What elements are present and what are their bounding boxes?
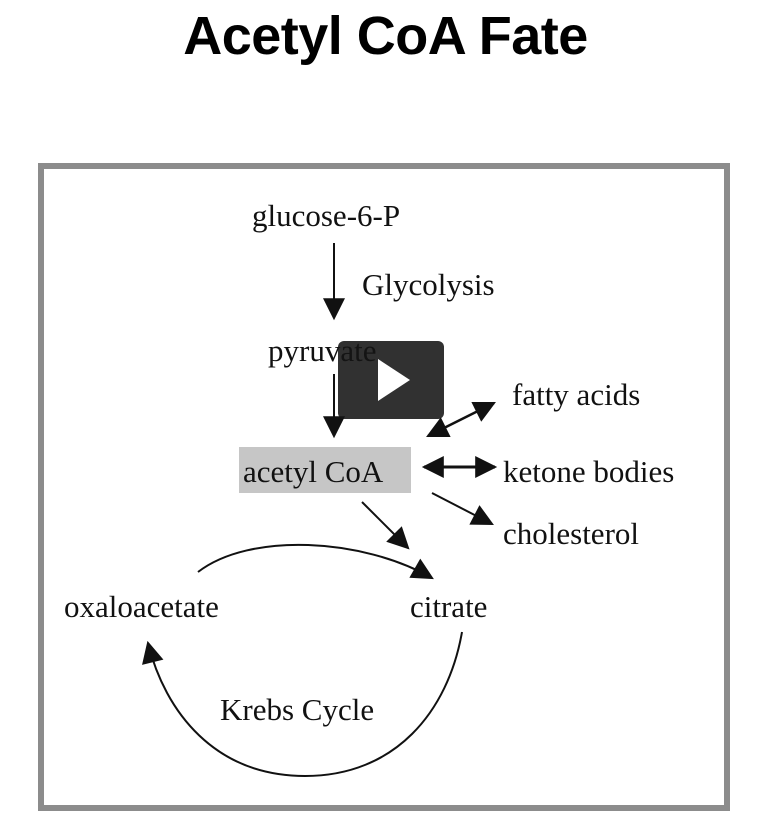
oxaloacetate-to-citrate-arc [197, 543, 434, 580]
citrate-label: citrate [410, 589, 487, 624]
slide-title: Acetyl CoA Fate [183, 6, 588, 66]
ketone-bodies-label: ketone bodies [503, 454, 674, 489]
fatty-acids-arrow [426, 401, 496, 438]
glucose-6-p-label: glucose-6-P [252, 198, 400, 233]
krebs-cycle-arc [142, 631, 463, 778]
cholesterol-arrow [431, 492, 494, 526]
acetyl-to-citrate-arrow [361, 501, 410, 550]
acetyl-coa-label: acetyl CoA [243, 454, 384, 489]
play-icon [378, 359, 410, 401]
fatty-acids-label: fatty acids [512, 377, 640, 412]
acetyl-coa-highlight [239, 447, 411, 493]
glycolysis-label: Glycolysis [362, 267, 495, 302]
video-play-button[interactable] [338, 341, 444, 419]
cholesterol-label: cholesterol [503, 516, 639, 551]
krebs-cycle-label: Krebs Cycle [220, 692, 374, 727]
oxaloacetate-label: oxaloacetate [64, 589, 219, 624]
